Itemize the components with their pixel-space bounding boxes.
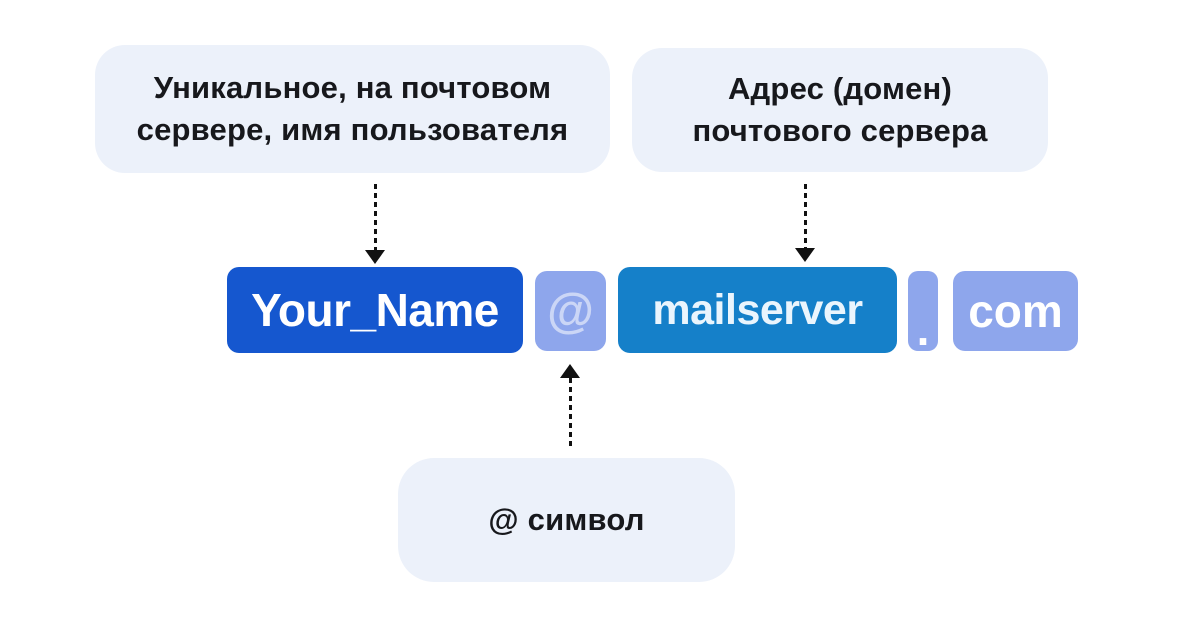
email-at-box: @	[535, 271, 606, 351]
arrow-down-domain-icon	[795, 184, 815, 262]
email-tld-box: com	[953, 271, 1078, 351]
email-dot-box: .	[908, 271, 938, 352]
arrow-head-icon	[560, 364, 580, 378]
arrow-shaft	[373, 184, 377, 250]
callout-at-symbol-label: @ символ	[488, 502, 645, 537]
arrow-shaft	[568, 378, 572, 450]
callout-username: Уникальное, на почтовом сервере, имя пол…	[95, 45, 610, 173]
arrow-head-icon	[795, 248, 815, 262]
email-server-box: mailserver	[618, 267, 897, 353]
callout-domain-line2: почтового сервера	[692, 113, 988, 148]
callout-domain-line1: Адрес (домен)	[727, 71, 953, 106]
callout-at-symbol: @ символ	[398, 458, 735, 582]
arrow-shaft	[803, 184, 807, 248]
callout-username-line2: сервере, имя пользователя	[136, 112, 569, 147]
email-local-part-box: Your_Name	[227, 267, 523, 353]
arrow-down-username-icon	[365, 184, 385, 264]
callout-domain: Адрес (домен) почтового сервера	[632, 48, 1048, 172]
arrow-up-at-icon	[560, 364, 580, 450]
callout-username-line1: Уникальное, на почтовом	[153, 70, 552, 105]
arrow-head-icon	[365, 250, 385, 264]
